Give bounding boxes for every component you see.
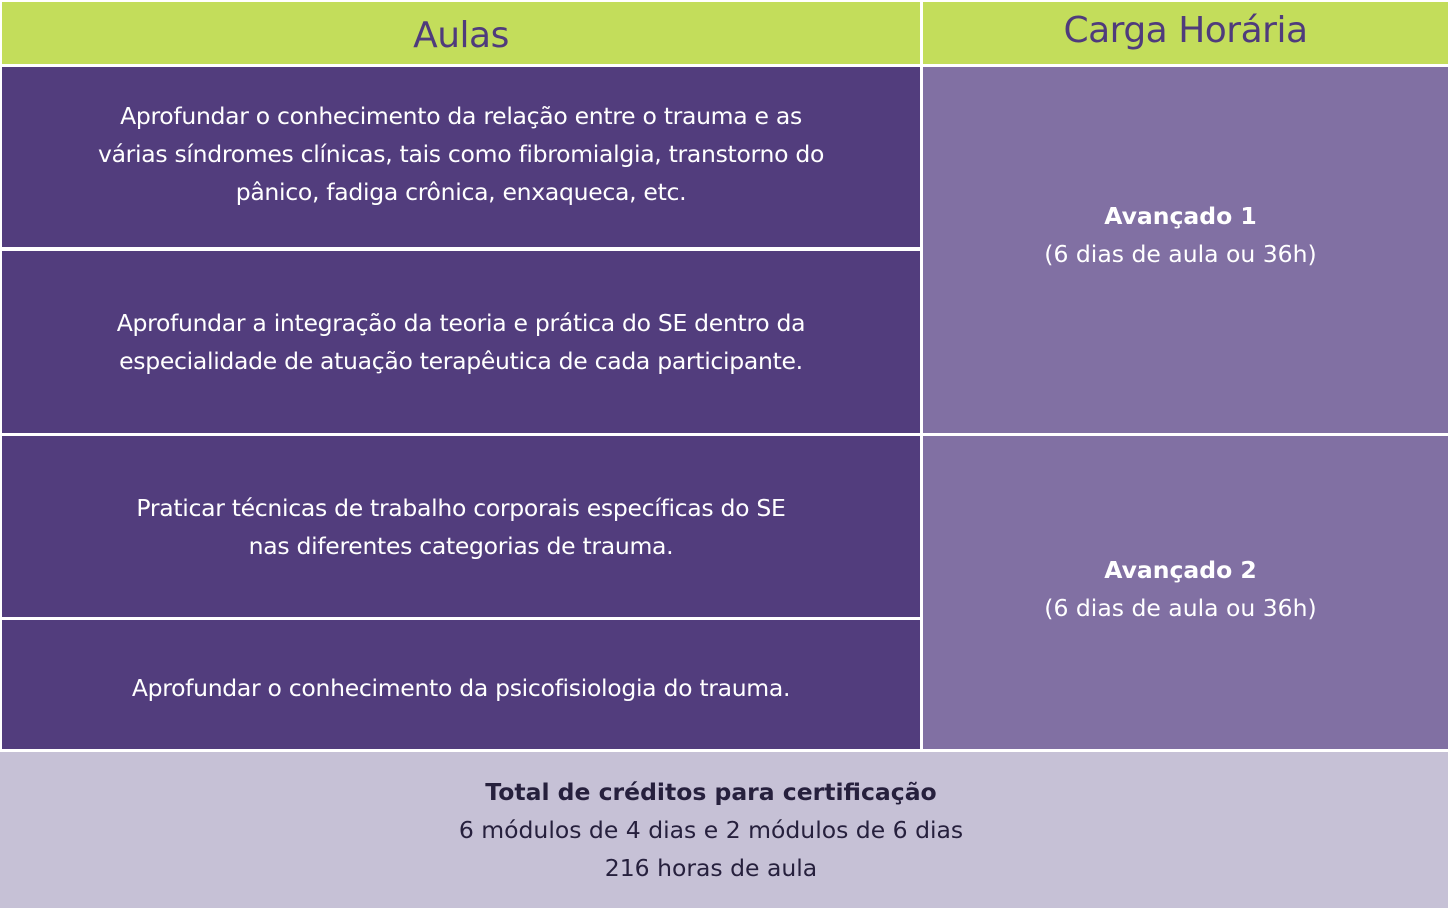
carga-detail: (6 dias de aula ou 36h): [1044, 593, 1317, 622]
header-carga-horaria: Carga Horária: [923, 2, 1448, 64]
carga-title: Avançado 2: [1104, 555, 1257, 584]
aula-text-line: nas diferentes categorias de trauma.: [248, 531, 674, 560]
aula-row-1: Aprofundar o conhecimento da relação ent…: [2, 67, 920, 247]
total-title: Total de créditos para certificação: [485, 778, 937, 806]
total-credits: Total de créditos para certificação 6 mó…: [0, 752, 1448, 908]
aula-row-2: Aprofundar a integração da teoria e prát…: [2, 251, 920, 433]
carga-avancado-2: Avançado 2 (6 dias de aula ou 36h): [923, 436, 1448, 749]
aula-text-line: várias síndromes clínicas, tais como fib…: [97, 140, 825, 168]
header-aulas: Aulas: [2, 2, 920, 64]
aula-text-line: Aprofundar a integração da teoria e prát…: [116, 309, 806, 337]
aula-text-line: Praticar técnicas de trabalho corporais …: [136, 493, 786, 522]
total-line-1: 6 módulos de 4 dias e 2 módulos de 6 dia…: [458, 816, 964, 844]
carga-detail: (6 dias de aula ou 36h): [1044, 240, 1317, 268]
aula-row-4: Aprofundar o conhecimento da psicofisiol…: [2, 620, 920, 749]
aula-text-line: pânico, fadiga crônica, enxaqueca, etc.: [235, 178, 687, 206]
aula-row-3: Praticar técnicas de trabalho corporais …: [2, 436, 920, 617]
carga-avancado-1: Avançado 1 (6 dias de aula ou 36h): [923, 67, 1448, 433]
carga-title: Avançado 1: [1104, 202, 1257, 230]
total-line-2: 216 horas de aula: [604, 854, 818, 882]
header-carga-label: Carga Horária: [1063, 9, 1308, 51]
header-aulas-label: Aulas: [413, 14, 509, 56]
aula-text-line: Aprofundar o conhecimento da relação ent…: [120, 102, 802, 130]
aula-text-line: especialidade de atuação terapêutica de …: [119, 347, 803, 375]
aula-text-line: Aprofundar o conhecimento da psicofisiol…: [131, 673, 791, 702]
